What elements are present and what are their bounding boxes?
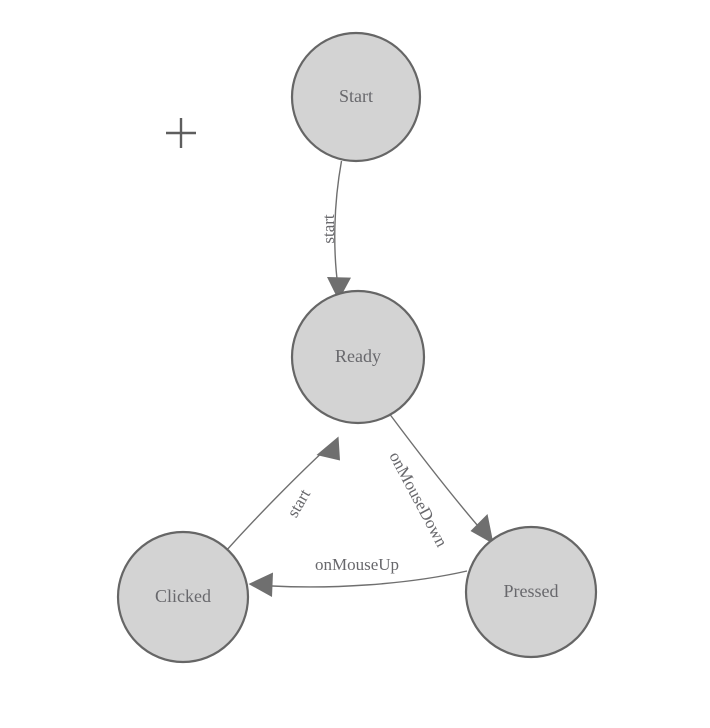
node-ready-circle[interactable] [290,289,426,425]
edge-pressed-to-clicked-arrowhead [248,572,273,597]
edge-clicked-to-ready-path [224,447,328,553]
edge-ready-to-pressed-arrowhead [470,514,494,544]
edge-clicked-to-ready-arrowhead [316,436,340,461]
edge-pressed-to-clicked-path [271,570,468,588]
node-start[interactable]: Start [290,31,422,163]
edge-clicked-to-ready[interactable]: start [224,436,340,553]
edge-label-ready-to-pressed: onMouseDown [385,449,451,551]
edge-label-start-to-ready: start [319,214,338,244]
node-clicked[interactable]: Clicked [116,530,250,664]
edge-ready-to-pressed[interactable]: onMouseDown [385,414,494,551]
edge-start-to-ready-path [334,160,343,288]
edge-start-to-ready-arrowhead [327,277,351,301]
edge-label-pressed-to-clicked: onMouseUp [315,555,399,574]
node-start-circle[interactable] [290,31,422,163]
node-pressed-circle[interactable] [464,525,598,659]
node-clicked-circle[interactable] [116,530,250,664]
edge-pressed-to-clicked[interactable]: onMouseUp [248,555,468,597]
node-ready[interactable]: Ready [290,289,426,425]
plus-marker-icon[interactable] [166,118,196,148]
node-pressed[interactable]: Pressed [464,525,598,659]
edge-ready-to-pressed-path [389,414,485,534]
edge-start-to-ready[interactable]: start [319,160,351,301]
edge-label-clicked-to-ready: start [283,486,314,521]
